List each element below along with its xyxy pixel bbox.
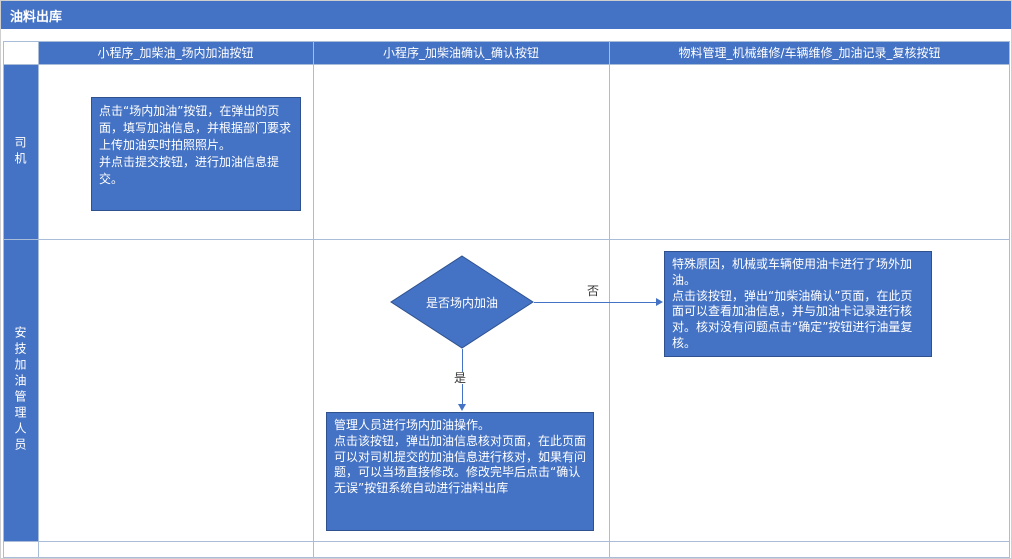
- process-onsite-fuel-confirm: 管理人员进行场内加油操作。 点击该按钮，弹出加油信息核对页面，在此页面可以对司机…: [326, 412, 594, 531]
- column-header-confirm-button: 小程序_加柴油确认_确认按钮: [313, 41, 609, 64]
- edge-yes-arrowhead: [458, 404, 466, 411]
- column-header-onsite-refuel-button: 小程序_加柴油_场内加油按钮: [38, 41, 313, 64]
- edge-yes-label: 是: [453, 371, 468, 385]
- process-offsite-fuel-review-text: 特殊原因，机械或车辆使用油卡进行了场外加油。 点击该按钮，弹出“加柴油确认”页面…: [672, 257, 913, 351]
- lane-driver-label: 司机: [13, 135, 27, 168]
- diamond-shape: [390, 255, 534, 349]
- grid-hline-row1: [3, 239, 1010, 240]
- lane-safety-fuel-manager-label: 安技加油管理人员: [13, 326, 27, 454]
- edge-no-arrowhead: [656, 298, 663, 306]
- grid-vline-col1: [313, 41, 314, 558]
- decision-label: 是否场内加油: [425, 295, 498, 310]
- title-bar: 油料出库: [1, 1, 1011, 29]
- process-driver-submit-info-text: 点击“场内加油”按钮，在弹出的页面，填写加油信息，并根据部门要求上传加油实时拍照…: [99, 104, 292, 187]
- grid-hline-header: [3, 64, 1010, 65]
- column-header-review-button: 物料管理_机械维修/车辆维修_加油记录_复核按钮: [609, 41, 1010, 64]
- process-offsite-fuel-review: 特殊原因，机械或车辆使用油卡进行了场外加油。 点击该按钮，弹出“加柴油确认”页面…: [664, 251, 932, 357]
- grid-vline-right: [1009, 41, 1010, 558]
- process-onsite-fuel-confirm-text: 管理人员进行场内加油操作。 点击该按钮，弹出加油信息核对页面，在此页面可以对司机…: [334, 418, 587, 496]
- decision-onsite-refuel: 是否场内加油: [390, 255, 534, 349]
- edge-no-line: [534, 302, 656, 303]
- grid-hline-row2: [3, 541, 1010, 542]
- grid-hline-top: [3, 41, 1010, 42]
- grid-vline-left: [3, 41, 4, 558]
- page-title: 油料出库: [10, 9, 63, 25]
- edge-no-label: 否: [586, 284, 601, 298]
- process-driver-submit-info: 点击“场内加油”按钮，在弹出的页面，填写加油信息，并根据部门要求上传加油实时拍照…: [91, 97, 301, 211]
- grid-hline-bottom: [3, 557, 1010, 558]
- lane-safety-fuel-manager: 安技加油管理人员: [3, 239, 38, 541]
- lane-driver: 司机: [3, 64, 38, 239]
- grid-vline-lane: [38, 41, 39, 558]
- grid-vline-col2: [609, 41, 610, 558]
